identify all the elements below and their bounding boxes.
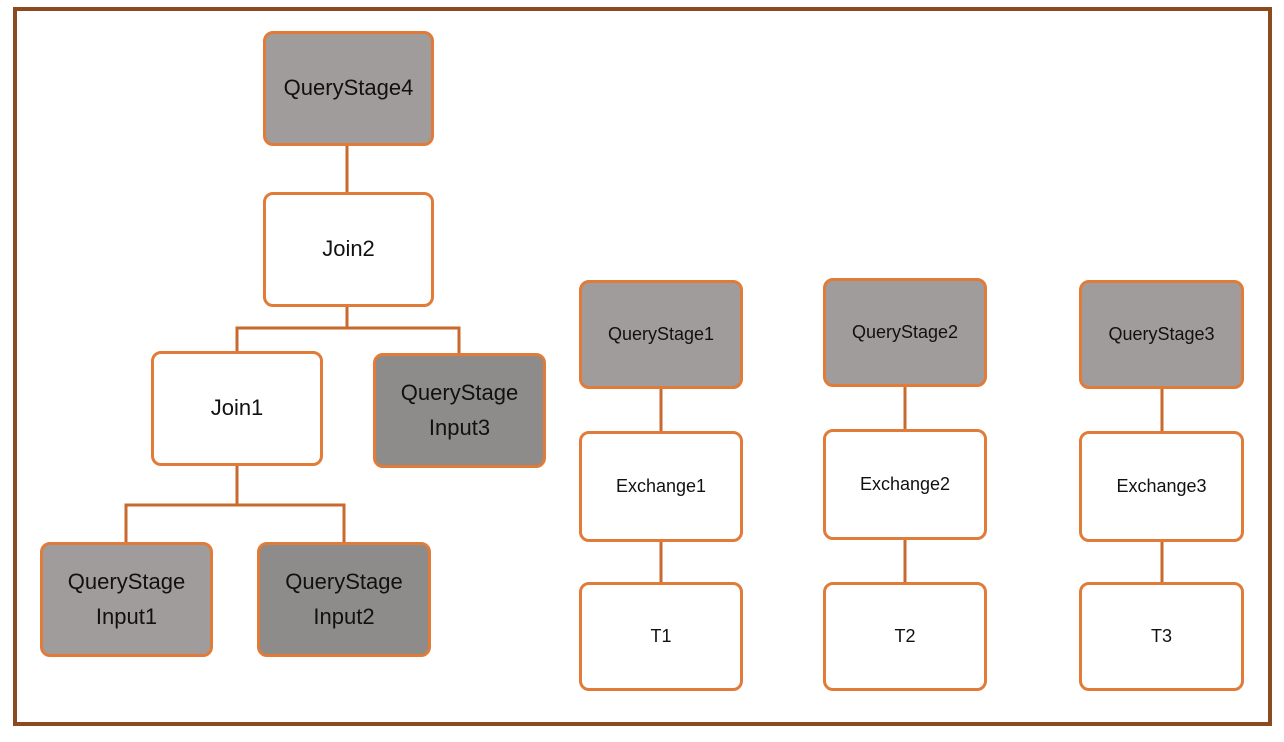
- node-querystage3: QueryStage3: [1079, 280, 1244, 389]
- node-input1-line2: Input1: [95, 603, 158, 629]
- node-exchange3-label: Exchange3: [1116, 475, 1207, 496]
- node-querystage1: QueryStage1: [579, 280, 743, 389]
- node-join1: Join1: [151, 351, 323, 466]
- node-querystage2-label: QueryStage2: [851, 321, 959, 342]
- node-querystage3-label: QueryStage3: [1108, 323, 1215, 344]
- node-querystage-input3: QueryStage Input3: [373, 353, 546, 468]
- node-exchange2-label: Exchange2: [859, 473, 951, 494]
- node-querystage-input2: QueryStage Input2: [257, 542, 431, 657]
- node-join2: Join2: [263, 192, 434, 307]
- node-input1-line1: QueryStage: [67, 569, 186, 595]
- node-t1-label: T1: [650, 625, 672, 646]
- node-querystage2: QueryStage2: [823, 278, 987, 387]
- node-join2-label: Join2: [322, 236, 375, 262]
- node-t2-label: T2: [894, 625, 916, 646]
- node-querystage4: QueryStage4: [263, 31, 434, 146]
- node-t3: T3: [1079, 582, 1244, 691]
- node-exchange2: Exchange2: [823, 429, 987, 540]
- edge-join1-children: [124, 503, 346, 543]
- node-t3-label: T3: [1150, 625, 1172, 646]
- node-t1: T1: [579, 582, 743, 691]
- node-input2-line2: Input2: [313, 603, 375, 629]
- node-input2-line1: QueryStage: [285, 569, 403, 595]
- node-exchange1-label: Exchange1: [615, 475, 707, 496]
- node-querystage1-label: QueryStage1: [607, 323, 715, 344]
- node-exchange3: Exchange3: [1079, 431, 1244, 542]
- node-exchange1: Exchange1: [579, 431, 743, 542]
- node-input3-line1: QueryStage: [400, 380, 519, 406]
- node-querystage4-label: QueryStage4: [283, 75, 414, 101]
- node-t2: T2: [823, 582, 987, 691]
- node-join1-label: Join1: [210, 395, 264, 421]
- node-input3-line2: Input3: [428, 414, 491, 440]
- node-querystage-input1: QueryStage Input1: [40, 542, 213, 657]
